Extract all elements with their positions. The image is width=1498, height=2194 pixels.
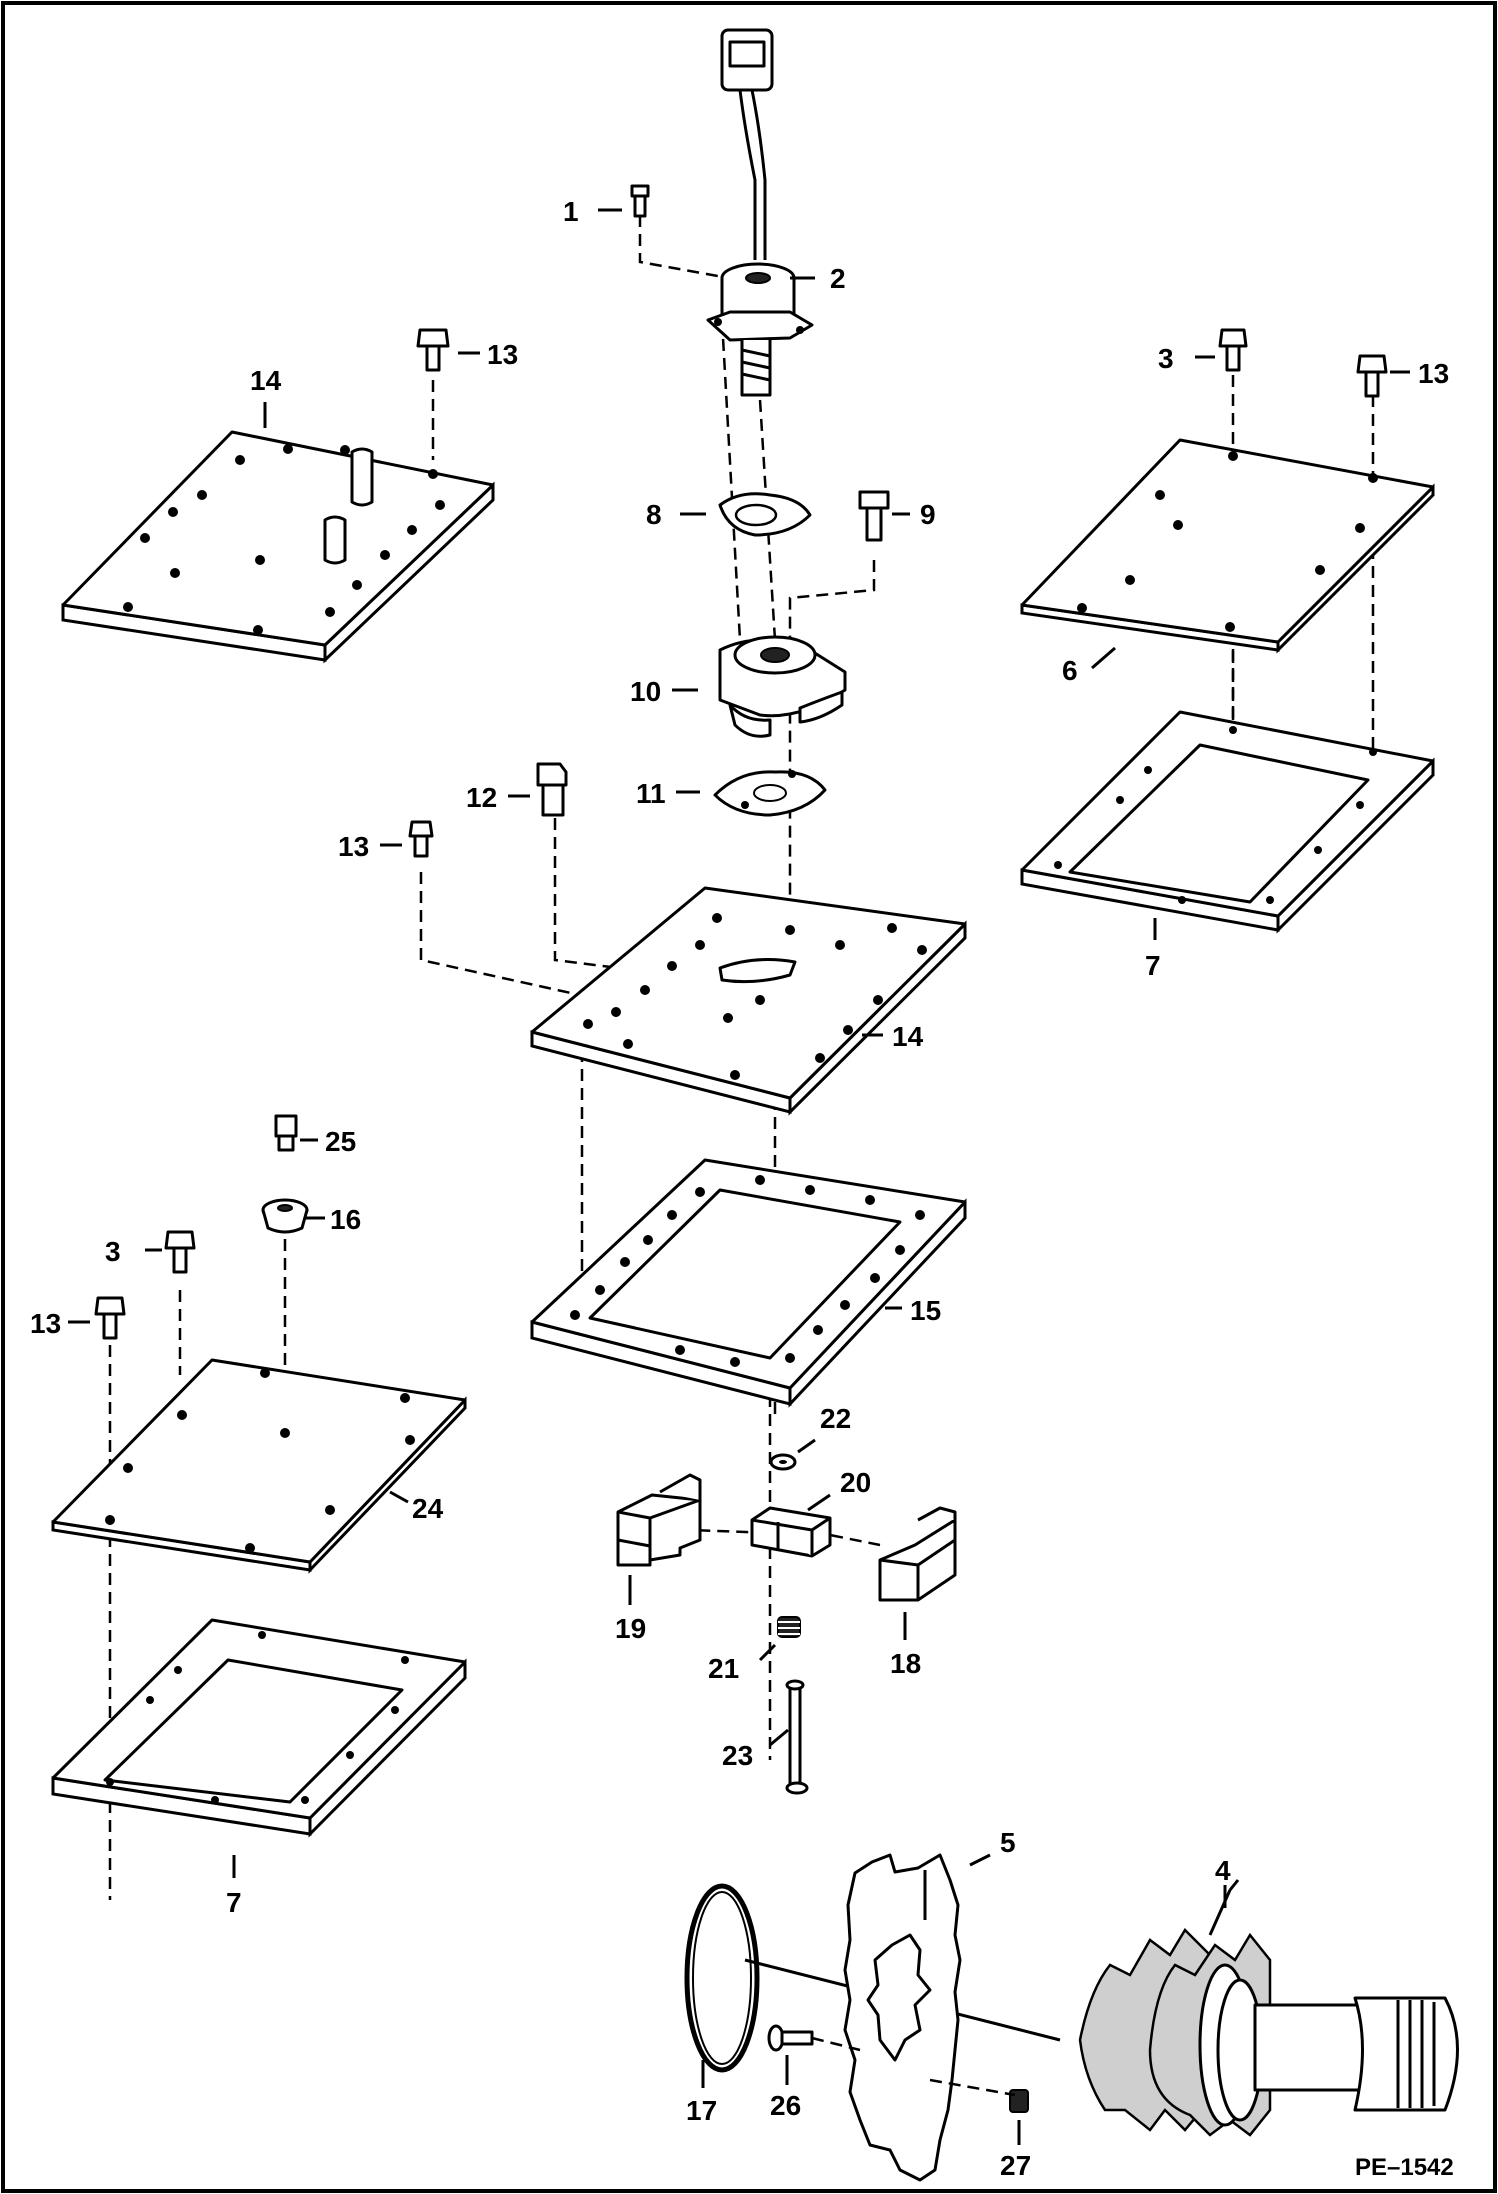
callout-2: 2 bbox=[830, 263, 846, 294]
washer-part-22 bbox=[769, 1453, 797, 1471]
callout-19: 19 bbox=[615, 1613, 646, 1644]
callout-labels: 1 2 13 14 3 13 8 9 6 10 11 12 13 7 14 25… bbox=[30, 196, 1449, 2181]
callout-9: 9 bbox=[920, 499, 936, 530]
callout-14: 14 bbox=[892, 1021, 924, 1052]
callout-16: 16 bbox=[330, 1204, 361, 1235]
callout-5: 5 bbox=[1000, 1827, 1016, 1858]
callout-20: 20 bbox=[840, 1467, 871, 1498]
callout-13: 13 bbox=[487, 339, 518, 370]
pin-part-20 bbox=[750, 1506, 832, 1558]
callout-12: 12 bbox=[466, 782, 497, 813]
callout-13: 13 bbox=[338, 831, 369, 862]
callout-1: 1 bbox=[563, 196, 579, 227]
callout-17: 17 bbox=[686, 2095, 717, 2126]
bolt-part-3-left bbox=[164, 1230, 196, 1274]
callout-26: 26 bbox=[770, 2090, 801, 2121]
callout-13: 13 bbox=[30, 1308, 61, 1339]
callout-18: 18 bbox=[890, 1648, 921, 1679]
valve-body-part-10 bbox=[718, 635, 847, 738]
callout-8: 8 bbox=[646, 499, 662, 530]
callout-21: 21 bbox=[708, 1653, 739, 1684]
fitting-part-25 bbox=[274, 1114, 298, 1152]
plate-part-24 bbox=[51, 1358, 467, 1574]
callout-25: 25 bbox=[325, 1126, 356, 1157]
callout-22: 22 bbox=[820, 1403, 851, 1434]
callout-7: 7 bbox=[1145, 950, 1161, 981]
bolt-part-9 bbox=[858, 490, 890, 542]
callout-7: 7 bbox=[226, 1887, 242, 1918]
gasket-part-8 bbox=[718, 492, 812, 537]
callout-3: 3 bbox=[105, 1236, 121, 1267]
callout-13: 13 bbox=[1418, 358, 1449, 389]
callout-10: 10 bbox=[630, 676, 661, 707]
plate-part-14-left bbox=[61, 430, 495, 664]
center-plate-part-14 bbox=[530, 886, 967, 1116]
callout-15: 15 bbox=[910, 1295, 941, 1326]
nut-part-27 bbox=[1009, 2089, 1029, 2113]
callout-14: 14 bbox=[250, 365, 282, 396]
callout-6: 6 bbox=[1062, 655, 1078, 686]
plate-part-6 bbox=[1020, 438, 1435, 654]
spring-part-21 bbox=[777, 1616, 801, 1638]
plate-part-5 bbox=[843, 1853, 962, 2182]
drawing-reference: PE–1542 bbox=[1355, 2154, 1454, 2181]
block-part-19 bbox=[616, 1473, 702, 1567]
callout-23: 23 bbox=[722, 1740, 753, 1771]
rod-part-23 bbox=[785, 1679, 809, 1795]
snap-ring-part-17 bbox=[684, 1883, 760, 2073]
gasket-frame-part-15 bbox=[530, 1158, 967, 1408]
fitting-part-16 bbox=[261, 1198, 309, 1234]
bolt-part-13-center bbox=[408, 820, 434, 858]
bolt-part-13-left bbox=[94, 1296, 126, 1340]
bolt-part-12 bbox=[536, 762, 568, 817]
callout-27: 27 bbox=[1000, 2150, 1031, 2181]
bolt-part-3-topright bbox=[1218, 328, 1248, 372]
bolt-part-1 bbox=[630, 184, 650, 218]
bolt-part-13-topleft bbox=[416, 328, 450, 372]
gasket-frame-part-7-right bbox=[1020, 710, 1435, 934]
callout-3: 3 bbox=[1158, 343, 1174, 374]
leader-lines bbox=[68, 208, 1410, 2145]
gasket-frame-part-7-left bbox=[51, 1618, 467, 1838]
callout-24: 24 bbox=[412, 1493, 444, 1524]
gasket-part-11 bbox=[713, 770, 827, 817]
bolt-part-26 bbox=[767, 2024, 814, 2052]
rotor-shaft-part-4 bbox=[1078, 1879, 1459, 2137]
callout-11: 11 bbox=[636, 778, 666, 809]
solenoid-part bbox=[706, 28, 814, 397]
bolt-part-13-topright bbox=[1356, 354, 1388, 398]
block-part-18 bbox=[878, 1506, 957, 1602]
callout-4: 4 bbox=[1215, 1855, 1231, 1886]
